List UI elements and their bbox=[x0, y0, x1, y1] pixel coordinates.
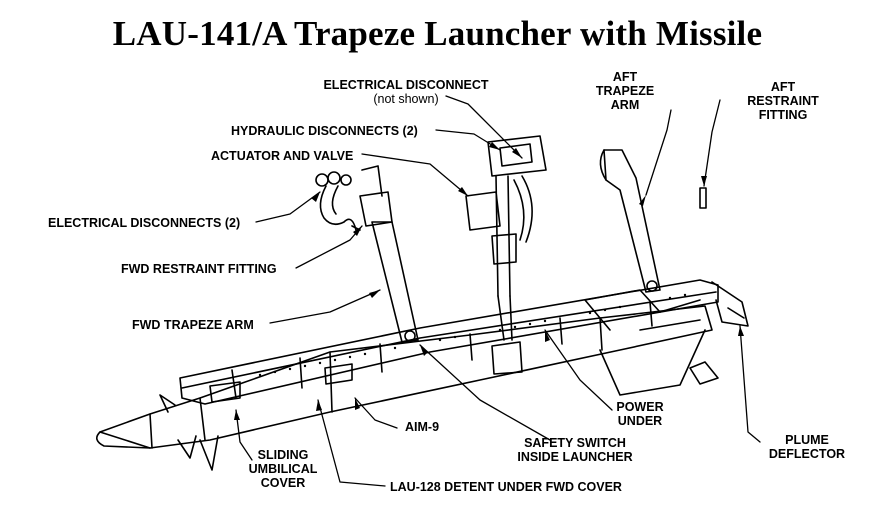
label-actuator-and-valve: ACTUATOR AND VALVE bbox=[211, 149, 354, 163]
rail-rivets bbox=[258, 293, 687, 377]
electrical-disconnect-cable bbox=[315, 171, 357, 231]
label-aft-trapeze-arm-line1: AFT bbox=[612, 70, 638, 84]
label-safety-switch-line2: INSIDE LAUNCHER bbox=[517, 450, 633, 464]
label-sliding-umbilical-line1: SLIDING bbox=[257, 448, 309, 462]
label-hydraulic-disconnects: HYDRAULIC DISCONNECTS (2) bbox=[231, 124, 418, 138]
leader-arrowheads bbox=[234, 142, 744, 420]
label-electrical-disconnect: ELECTRICAL DISCONNECT (not shown) bbox=[316, 78, 496, 106]
leader-lines bbox=[235, 95, 761, 487]
label-lau128-detent: LAU-128 DETENT UNDER FWD COVER bbox=[390, 480, 622, 494]
label-electrical-disconnect-line2: (not shown) bbox=[373, 92, 439, 106]
label-power-under-line1: POWER bbox=[616, 400, 664, 414]
aft-trapeze-arm bbox=[599, 149, 661, 293]
label-fwd-trapeze-arm: FWD TRAPEZE ARM bbox=[132, 318, 254, 332]
actuator-assembly bbox=[465, 135, 547, 341]
label-plume-deflector-line1: PLUME bbox=[785, 433, 829, 447]
launcher-rail bbox=[179, 279, 719, 405]
label-aft-restraint-fitting-line2: RESTRAINT bbox=[747, 94, 819, 108]
label-safety-switch-line1: SAFETY SWITCH bbox=[524, 436, 626, 450]
label-aft-trapeze-arm-line3: ARM bbox=[610, 98, 640, 112]
label-plume-deflector-line2: DEFLECTOR bbox=[768, 447, 846, 461]
label-power-under-line2: UNDER bbox=[617, 414, 663, 428]
label-safety-switch: SAFETY SWITCH INSIDE LAUNCHER bbox=[510, 436, 640, 464]
label-sliding-umbilical-line2: UMBILICAL bbox=[248, 462, 318, 476]
label-sliding-umbilical-cover: SLIDING UMBILICAL COVER bbox=[238, 448, 328, 490]
label-aim9: AIM-9 bbox=[405, 420, 440, 434]
label-aft-restraint-fitting-line1: AFT bbox=[770, 80, 796, 94]
label-electrical-disconnect-line1: ELECTRICAL DISCONNECT bbox=[323, 78, 489, 92]
diagram-title: LAU-141/A Trapeze Launcher with Missile bbox=[112, 14, 763, 53]
label-aft-restraint-fitting: AFT RESTRAINT FITTING bbox=[733, 80, 833, 122]
label-fwd-restraint-fitting: FWD RESTRAINT FITTING bbox=[121, 262, 277, 276]
label-sliding-umbilical-line3: COVER bbox=[260, 476, 306, 490]
label-aft-restraint-fitting-line3: FITTING bbox=[758, 108, 808, 122]
label-power-under: POWER UNDER bbox=[600, 400, 680, 428]
label-plume-deflector: PLUME DEFLECTOR bbox=[757, 433, 857, 461]
label-aft-trapeze-arm: AFT TRAPEZE ARM bbox=[580, 70, 670, 112]
aft-restraint-pin bbox=[699, 187, 707, 209]
label-electrical-disconnects: ELECTRICAL DISCONNECTS (2) bbox=[48, 216, 241, 230]
fwd-trapeze-arm bbox=[351, 165, 419, 343]
label-aft-trapeze-arm-line2: TRAPEZE bbox=[595, 84, 655, 98]
plume-deflector bbox=[689, 281, 749, 385]
